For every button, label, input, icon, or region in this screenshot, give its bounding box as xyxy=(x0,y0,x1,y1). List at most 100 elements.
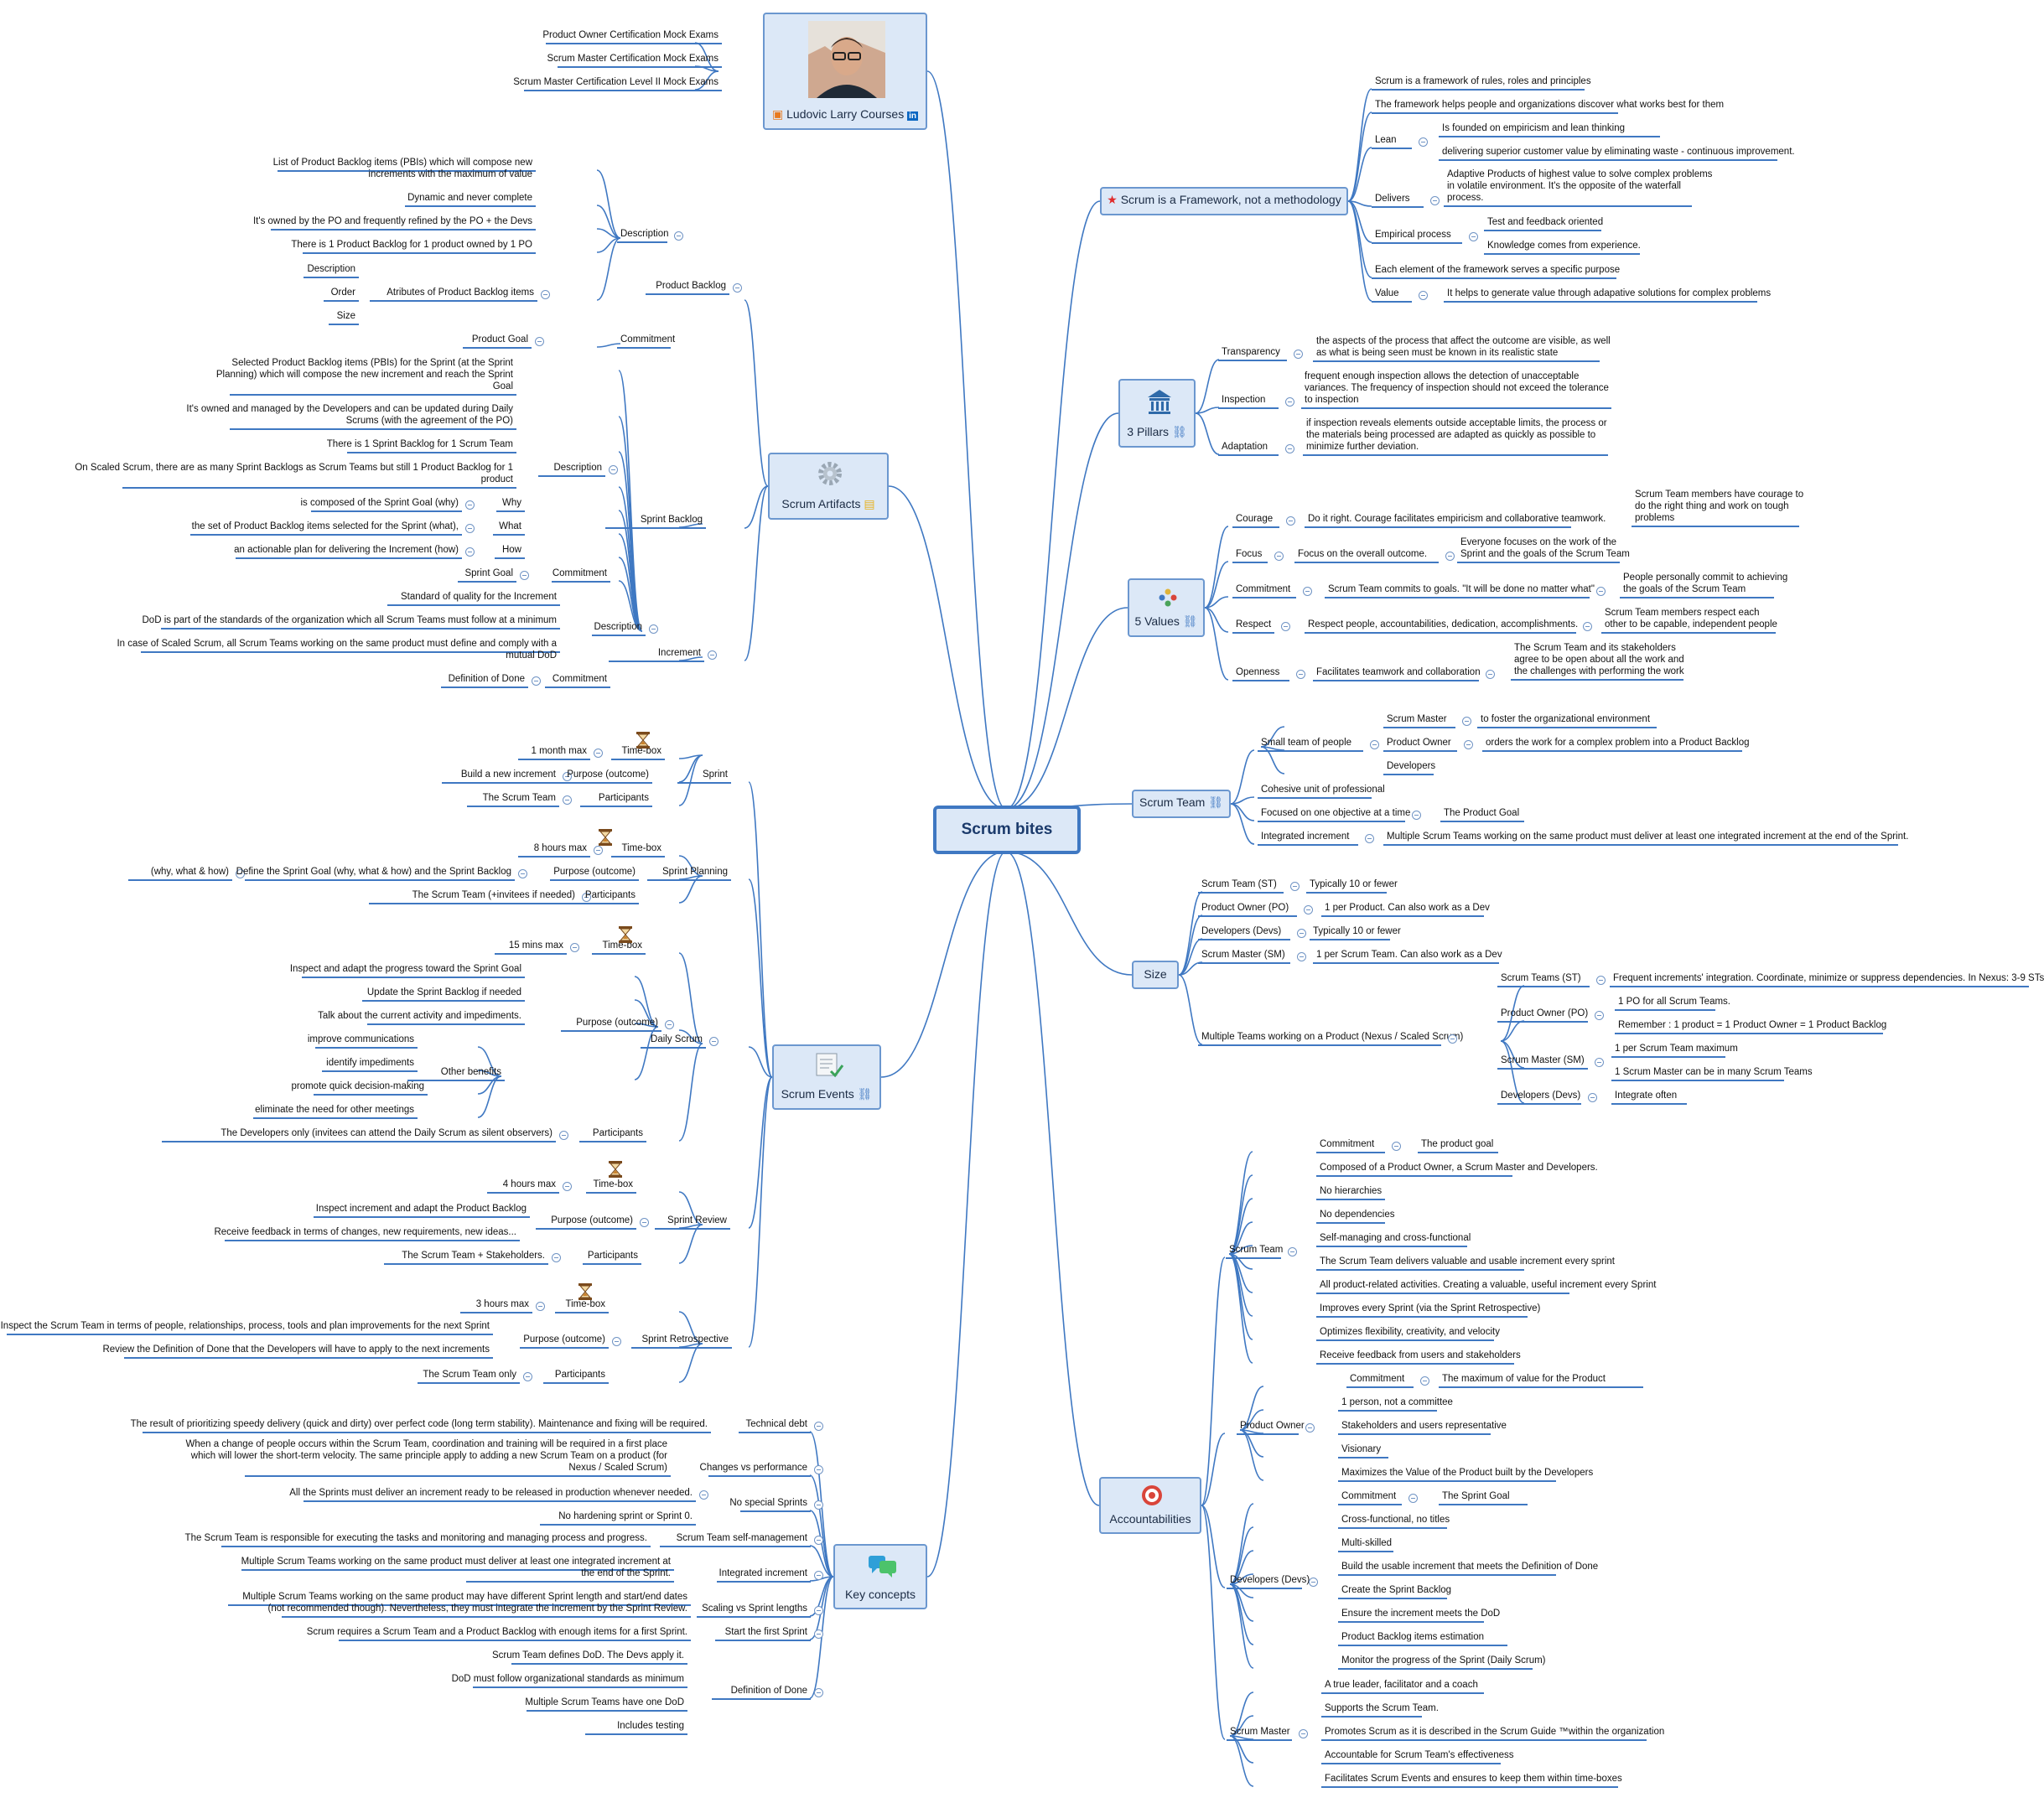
node-label[interactable]: the set of Product Backlog items selecte… xyxy=(191,521,459,531)
node-label[interactable]: Participants xyxy=(554,1370,605,1380)
collapse-toggle[interactable] xyxy=(612,1337,621,1346)
node-label[interactable]: Small team of people xyxy=(1261,738,1352,748)
node-label[interactable]: Commitment xyxy=(620,334,676,345)
node-label[interactable]: Planning) which will compose the new inc… xyxy=(215,370,513,380)
collapse-toggle[interactable] xyxy=(814,1465,823,1474)
node-label[interactable]: The maximum of value for the Product xyxy=(1442,1374,1606,1384)
node-label[interactable]: problems xyxy=(1635,513,1675,523)
node-label[interactable]: The Scrum Team is responsible for execut… xyxy=(184,1533,647,1543)
node-label[interactable]: Scrum Master Certification Mock Exams xyxy=(547,54,719,64)
collapse-toggle[interactable] xyxy=(708,650,717,660)
node-label[interactable]: Developers (Devs) xyxy=(1501,1091,1581,1101)
node-label[interactable]: Stakeholders and users representative xyxy=(1341,1421,1507,1431)
collapse-toggle[interactable] xyxy=(1294,350,1303,359)
collapse-toggle[interactable] xyxy=(563,795,572,805)
collapse-toggle[interactable] xyxy=(1445,552,1455,561)
node-label[interactable]: Composed of a Product Owner, a Scrum Mas… xyxy=(1320,1163,1598,1173)
node-label[interactable]: 3 hours max xyxy=(475,1299,529,1309)
node-label[interactable]: Adaptive Products of highest value to so… xyxy=(1447,169,1713,179)
node-label[interactable]: Lean xyxy=(1375,135,1397,145)
node-label[interactable]: Scrum Master xyxy=(1230,1727,1290,1737)
node-label[interactable]: Scrum Teams (ST) xyxy=(1501,973,1581,983)
node-label[interactable]: Sprint and the goals of the Scrum Team xyxy=(1460,549,1630,559)
node-label[interactable]: Purpose (outcome) xyxy=(576,1018,658,1028)
collapse-toggle[interactable] xyxy=(1596,587,1606,596)
node-label[interactable]: Typically 10 or fewer xyxy=(1310,879,1398,889)
collapse-toggle[interactable] xyxy=(465,524,475,533)
node-label[interactable]: Do it right. Courage facilitates empiric… xyxy=(1308,514,1606,524)
node-label[interactable]: Inspect increment and adapt the Product … xyxy=(315,1204,527,1214)
node-label[interactable]: List of Product Backlog items (PBIs) whi… xyxy=(272,158,532,168)
node-label[interactable]: All the Sprints must deliver an incremen… xyxy=(289,1488,693,1498)
node-label[interactable]: improve communications xyxy=(307,1034,414,1044)
node-label[interactable]: minimize further deviation. xyxy=(1306,442,1419,452)
node-label[interactable]: frequent enough inspection allows the de… xyxy=(1305,371,1580,381)
node-label[interactable]: Promotes Scrum as it is described in the… xyxy=(1325,1727,1665,1737)
node-label[interactable]: the materials being processed are adapte… xyxy=(1306,430,1596,440)
node-label[interactable]: which will lower the short-term velocity… xyxy=(190,1451,667,1461)
events-topic[interactable]: Scrum Events ⛓ xyxy=(772,1044,881,1110)
collapse-toggle[interactable] xyxy=(1305,1423,1315,1433)
node-label[interactable]: There is 1 Sprint Backlog for 1 Scrum Te… xyxy=(326,439,513,449)
node-label[interactable]: Empirical process xyxy=(1375,230,1451,240)
node-label[interactable]: Purpose (outcome) xyxy=(553,867,636,877)
node-label[interactable]: the end of the Sprint. xyxy=(581,1568,671,1578)
collapse-toggle[interactable] xyxy=(665,1020,674,1029)
node-label[interactable]: How xyxy=(501,545,521,555)
node-label[interactable]: Start the first Sprint xyxy=(724,1627,807,1637)
node-label[interactable]: Accountable for Scrum Team's effectivene… xyxy=(1325,1750,1514,1760)
node-label[interactable]: It helps to generate value through adapa… xyxy=(1447,288,1772,298)
collapse-toggle[interactable] xyxy=(814,1629,823,1639)
node-label[interactable]: The Scrum Team + Stakeholders. xyxy=(402,1251,545,1261)
collapse-toggle[interactable] xyxy=(1370,740,1379,749)
node-label[interactable]: Purpose (outcome) xyxy=(551,1215,633,1225)
collapse-toggle[interactable] xyxy=(1304,905,1313,914)
team-topic[interactable]: Scrum Team ⛓ xyxy=(1132,790,1231,818)
node-label[interactable]: No dependencies xyxy=(1320,1210,1395,1220)
collapse-toggle[interactable] xyxy=(1583,622,1592,631)
node-label[interactable]: Ensure the increment meets the DoD xyxy=(1341,1609,1501,1619)
node-label[interactable]: Build a new increment xyxy=(460,769,556,780)
collapse-toggle[interactable] xyxy=(563,1182,572,1191)
node-label[interactable]: Goal xyxy=(492,381,513,391)
collapse-toggle[interactable] xyxy=(465,500,475,510)
collapse-toggle[interactable] xyxy=(518,869,527,878)
node-label[interactable]: Value xyxy=(1375,288,1399,298)
collapse-toggle[interactable] xyxy=(1303,587,1312,596)
node-label[interactable]: 1 per Scrum Team maximum xyxy=(1615,1044,1738,1054)
node-label[interactable]: Commitment xyxy=(1350,1374,1405,1384)
collapse-toggle[interactable] xyxy=(1296,670,1305,679)
node-label[interactable]: There is 1 Product Backlog for 1 product… xyxy=(291,240,532,250)
node-label[interactable]: Respect people, accountabilities, dedica… xyxy=(1308,619,1579,629)
node-label[interactable]: Integrated increment xyxy=(1261,832,1350,842)
collapse-toggle[interactable] xyxy=(814,1536,823,1545)
node-label[interactable]: Adaptation xyxy=(1222,442,1268,452)
node-label[interactable]: other to be capable, independent people xyxy=(1605,619,1777,629)
node-label[interactable]: Multiple Scrum Teams working on the same… xyxy=(242,1592,687,1602)
node-label[interactable]: Facilitates teamwork and collaboration xyxy=(1316,667,1481,677)
node-label[interactable]: 4 hours max xyxy=(502,1179,556,1189)
collapse-toggle[interactable] xyxy=(814,1500,823,1510)
collapse-toggle[interactable] xyxy=(535,337,544,346)
collapse-toggle[interactable] xyxy=(1290,882,1300,891)
node-label[interactable]: Scrum Team self-management xyxy=(676,1533,807,1543)
node-label[interactable]: Sprint Review xyxy=(667,1215,727,1225)
collapse-toggle[interactable] xyxy=(1408,1494,1418,1503)
node-label[interactable]: 1 per Scrum Team. Can also work as a Dev xyxy=(1316,950,1502,960)
node-label[interactable]: DoD is part of the standards of the orga… xyxy=(142,615,558,625)
node-label[interactable]: in volatile environment. It's the opposi… xyxy=(1447,181,1681,191)
node-label[interactable]: Atributes of Product Backlog items xyxy=(386,288,534,298)
collapse-toggle[interactable] xyxy=(465,547,475,557)
node-label[interactable]: Respect xyxy=(1236,619,1272,629)
node-label[interactable]: Openness xyxy=(1236,667,1280,677)
collapse-toggle[interactable] xyxy=(594,749,603,758)
collapse-toggle[interactable] xyxy=(1469,232,1478,241)
collapse-toggle[interactable] xyxy=(1419,137,1428,147)
node-label[interactable]: Integrated increment xyxy=(719,1568,807,1578)
node-label[interactable]: Time-box xyxy=(593,1179,634,1189)
node-label[interactable]: Each element of the framework serves a s… xyxy=(1375,265,1621,275)
collapse-toggle[interactable] xyxy=(1365,834,1374,843)
values-topic[interactable]: 5 Values ⛓ xyxy=(1128,578,1205,637)
node-label[interactable]: Frequent increments' integration. Coordi… xyxy=(1613,973,2044,983)
collapse-toggle[interactable] xyxy=(1281,622,1290,631)
